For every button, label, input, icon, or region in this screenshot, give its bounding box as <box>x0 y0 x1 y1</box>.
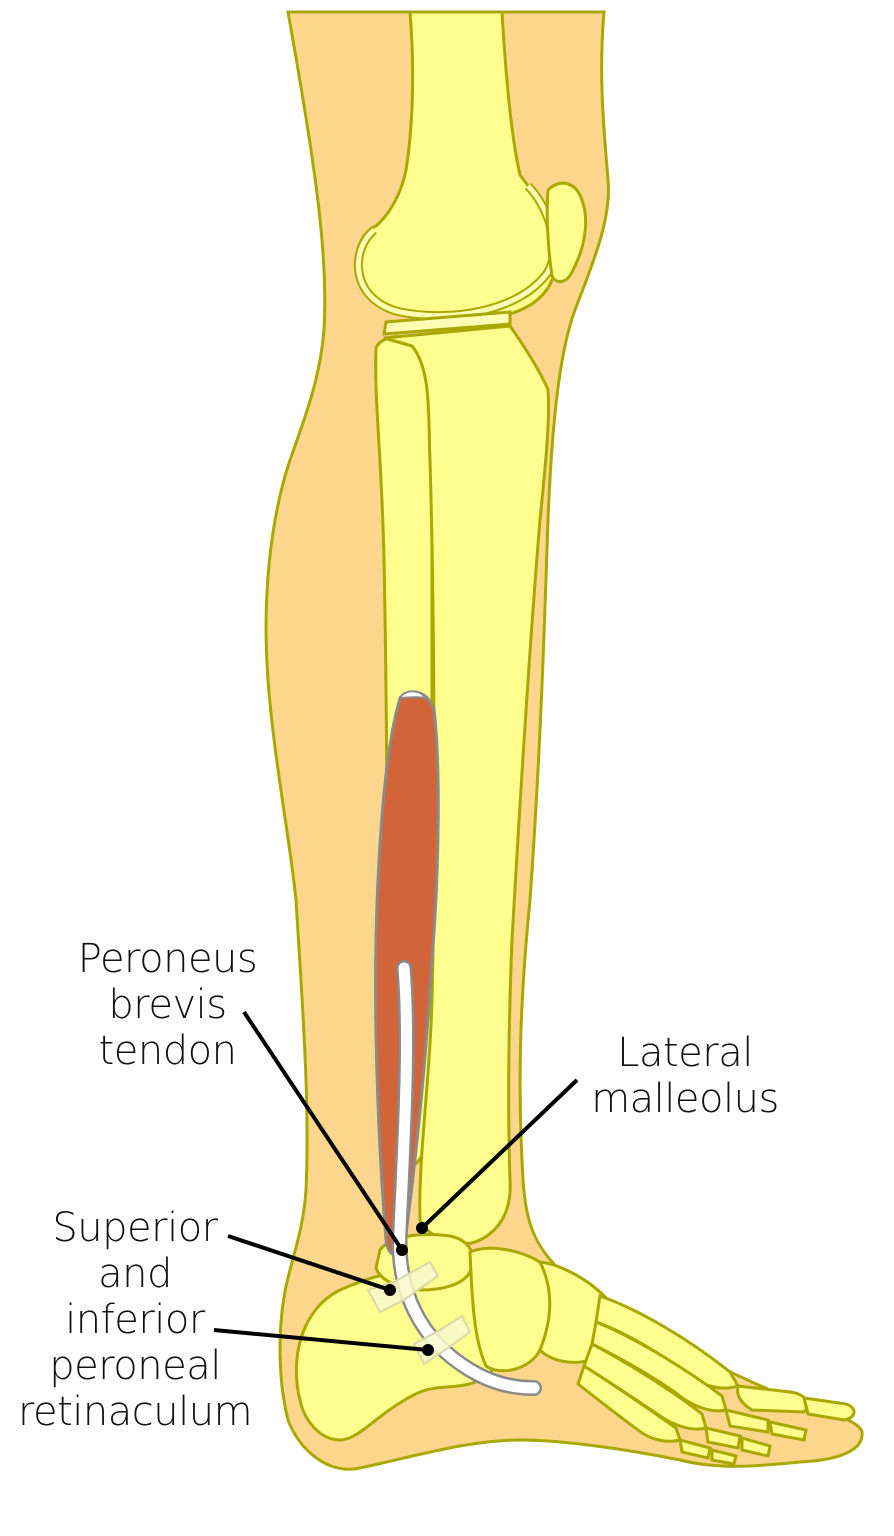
metatarsals <box>576 1293 741 1443</box>
label-line: retinaculum <box>17 1389 253 1435</box>
phalanges <box>678 1384 856 1466</box>
muscle-tip <box>398 690 429 700</box>
leader-dot <box>384 1284 396 1296</box>
label-peroneus-brevis-tendon: Peroneus brevis tendon <box>55 936 280 1074</box>
tendon-fill <box>394 962 540 1394</box>
label-line: and <box>98 1251 172 1297</box>
label-line: Peroneus <box>77 936 258 982</box>
leader-malleolus <box>420 1078 579 1230</box>
label-lateral-malleolus: Lateral malleolus <box>585 1030 785 1122</box>
label-line: Superior <box>52 1205 218 1251</box>
leader-superior-retinaculum <box>227 1234 391 1292</box>
label-line: peroneal <box>49 1343 221 1389</box>
label-peroneal-retinaculum: Superior and inferior peroneal retinacul… <box>0 1205 270 1435</box>
leader-inferior-retinaculum <box>213 1328 429 1352</box>
meniscus <box>382 310 512 336</box>
leader-dot <box>422 1344 434 1356</box>
navicular-cuboid <box>468 1246 553 1373</box>
leader-peroneus <box>242 1010 404 1252</box>
label-line: brevis <box>108 982 227 1028</box>
superior-peroneal-retinaculum <box>366 1260 440 1314</box>
label-line: tendon <box>98 1028 237 1074</box>
leader-dot <box>396 1244 408 1256</box>
label-line: Lateral <box>617 1030 753 1076</box>
leader-lines <box>213 1010 579 1356</box>
patella <box>545 181 588 283</box>
tibia <box>383 324 551 1246</box>
leader-dot <box>416 1222 428 1234</box>
label-line: malleolus <box>591 1076 779 1122</box>
label-line: inferior <box>65 1297 205 1343</box>
